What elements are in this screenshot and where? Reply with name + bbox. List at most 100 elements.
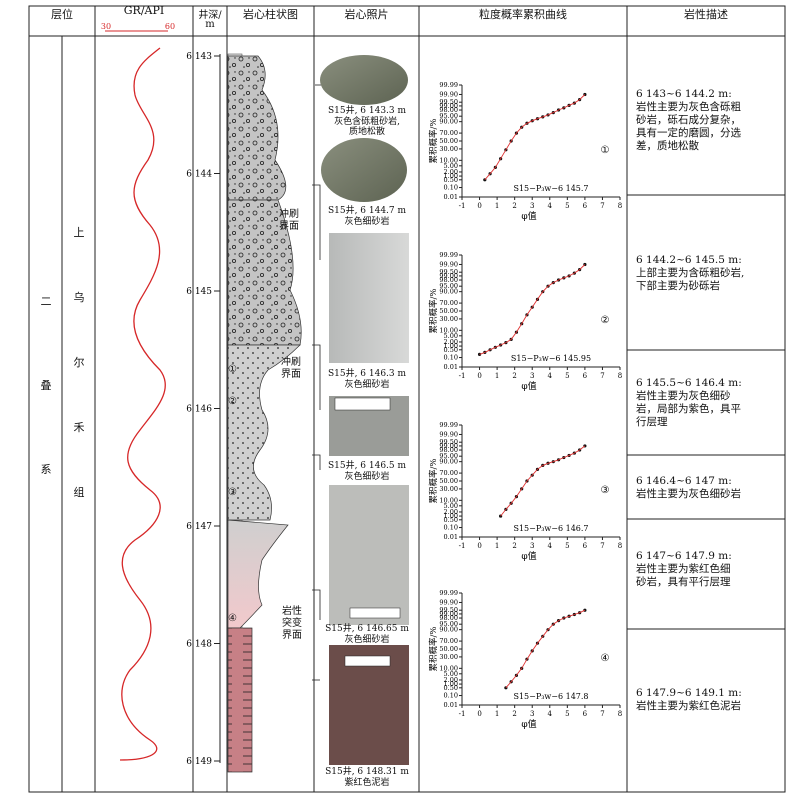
y-tick-label: 70.00	[439, 299, 458, 307]
y-tick-label: 0.50	[444, 684, 458, 692]
y-tick-label: 2.00	[444, 168, 458, 176]
x-tick-label: 3	[530, 372, 534, 380]
x-tick-label: 5	[565, 202, 569, 210]
x-tick-label: 5	[565, 710, 569, 718]
y-tick-label: 99.00	[439, 272, 458, 280]
y-axis-title: 累积概率/%	[428, 459, 439, 504]
y-tick-label: 30.00	[439, 145, 458, 153]
y-tick-label: 1.00	[444, 680, 458, 688]
x-tick-label: 3	[530, 710, 534, 718]
column-marker-2: ②	[228, 396, 237, 407]
x-tick-label: 6	[583, 372, 588, 380]
y-tick-label: 0.10	[444, 524, 458, 532]
trend-line	[500, 445, 586, 517]
y-tick-label: 90.00	[439, 288, 458, 296]
y-tick-label: 70.00	[439, 469, 458, 477]
depth-tick-label: 6 146	[186, 405, 212, 415]
x-tick-label: 1	[495, 542, 499, 550]
gr-max: 60	[164, 22, 176, 31]
header-lith: 岩性描述	[684, 8, 728, 21]
y-tick-label: 99.99	[439, 589, 458, 597]
x-tick-label: 8	[618, 710, 622, 718]
y-tick-label: 50.00	[439, 477, 458, 485]
y-tick-label: 10.00	[439, 326, 458, 334]
x-tick-label: 2	[512, 710, 516, 718]
x-tick-label: 6	[583, 202, 588, 210]
red-sand-unit	[227, 519, 289, 629]
y-tick-label: 98.00	[439, 106, 458, 114]
y-tick-label: 5.00	[444, 162, 458, 170]
trend-line	[505, 609, 586, 689]
y-tick-label: 30.00	[439, 653, 458, 661]
y-tick-label: 70.00	[439, 129, 458, 137]
y-tick-label: 99.50	[439, 606, 458, 614]
gr-min: 30	[100, 22, 112, 31]
depth-tick-label: 6 149	[186, 757, 212, 767]
x-tick-label: -1	[459, 372, 466, 380]
scour-label-1: 冲刷界面	[279, 209, 299, 232]
x-tick-label: 8	[618, 542, 622, 550]
chart-marker: ④	[601, 653, 610, 664]
sample-label: S15−P₃w−6 145.7	[513, 184, 588, 193]
y-tick-label: 0.50	[444, 516, 458, 524]
x-tick-label: -1	[459, 202, 466, 210]
header-gr: GR/API	[123, 4, 165, 17]
x-tick-label: 0	[477, 710, 481, 718]
y-tick-label: 99.90	[439, 90, 458, 98]
header-layer: 层位	[51, 8, 73, 21]
y-tick-label: 99.99	[439, 251, 458, 259]
y-tick-label: 95.00	[439, 112, 458, 120]
y-tick-label: 99.99	[439, 421, 458, 429]
header-column: 岩心柱状图	[243, 8, 298, 21]
chart-marker: ③	[601, 485, 610, 496]
y-tick-label: 95.00	[439, 452, 458, 460]
y-tick-label: 99.00	[439, 610, 458, 618]
y-tick-label: 99.50	[439, 438, 458, 446]
x-axis-title: φ值	[521, 718, 536, 730]
lith-desc-6: 6 147.9~6 149.1 m:岩性主要为紫红色泥岩	[636, 687, 742, 712]
y-tick-label: 90.00	[439, 626, 458, 634]
y-tick-label: 99.99	[439, 81, 458, 89]
pebbly-sand-unit	[227, 199, 302, 346]
probability-chart-4: 99.9999.9099.5099.0098.0095.0090.0070.00…	[428, 589, 622, 730]
x-tick-label: 0	[477, 542, 481, 550]
trend-line	[479, 264, 586, 355]
y-tick-label: 99.50	[439, 98, 458, 106]
y-tick-label: 0.50	[444, 176, 458, 184]
depth-tick-label: 6 143	[186, 52, 212, 62]
y-tick-label: 0.50	[444, 346, 458, 354]
fine-sand-unit	[227, 344, 301, 521]
y-tick-label: 90.00	[439, 118, 458, 126]
x-tick-label: 6	[583, 542, 588, 550]
system-name: 二叠系	[40, 295, 52, 476]
y-tick-label: 2.00	[444, 338, 458, 346]
sample-label: S15−P₃w−6 145.95	[511, 354, 591, 363]
x-axis-title: φ值	[521, 380, 536, 392]
x-tick-label: 2	[512, 542, 516, 550]
lith-desc-4: 6 146.4~6 147 m:岩性主要为灰色细砂岩	[636, 475, 741, 500]
depth-tick-label: 6 144	[186, 170, 212, 180]
header-curve: 粒度概率累积曲线	[479, 8, 567, 21]
x-tick-label: 1	[495, 710, 499, 718]
y-tick-label: 50.00	[439, 307, 458, 315]
mutation-label: 岩性突变界面	[282, 606, 302, 641]
y-tick-label: 5.00	[444, 502, 458, 510]
y-tick-label: 50.00	[439, 645, 458, 653]
y-tick-label: 95.00	[439, 620, 458, 628]
x-tick-label: 8	[618, 372, 622, 380]
x-tick-label: 1	[495, 202, 499, 210]
lith-desc-3: 6 145.5~6 146.4 m:岩性主要为灰色细砂岩，局部为紫色，具平行层理	[636, 377, 742, 428]
x-tick-label: -1	[459, 710, 466, 718]
x-tick-label: 3	[530, 542, 534, 550]
y-tick-label: 10.00	[439, 496, 458, 504]
y-tick-label: 30.00	[439, 315, 458, 323]
x-tick-label: 6	[583, 710, 588, 718]
x-tick-label: 2	[512, 202, 516, 210]
y-axis-title: 累积概率/%	[428, 627, 439, 672]
mudstone-unit	[227, 627, 253, 773]
